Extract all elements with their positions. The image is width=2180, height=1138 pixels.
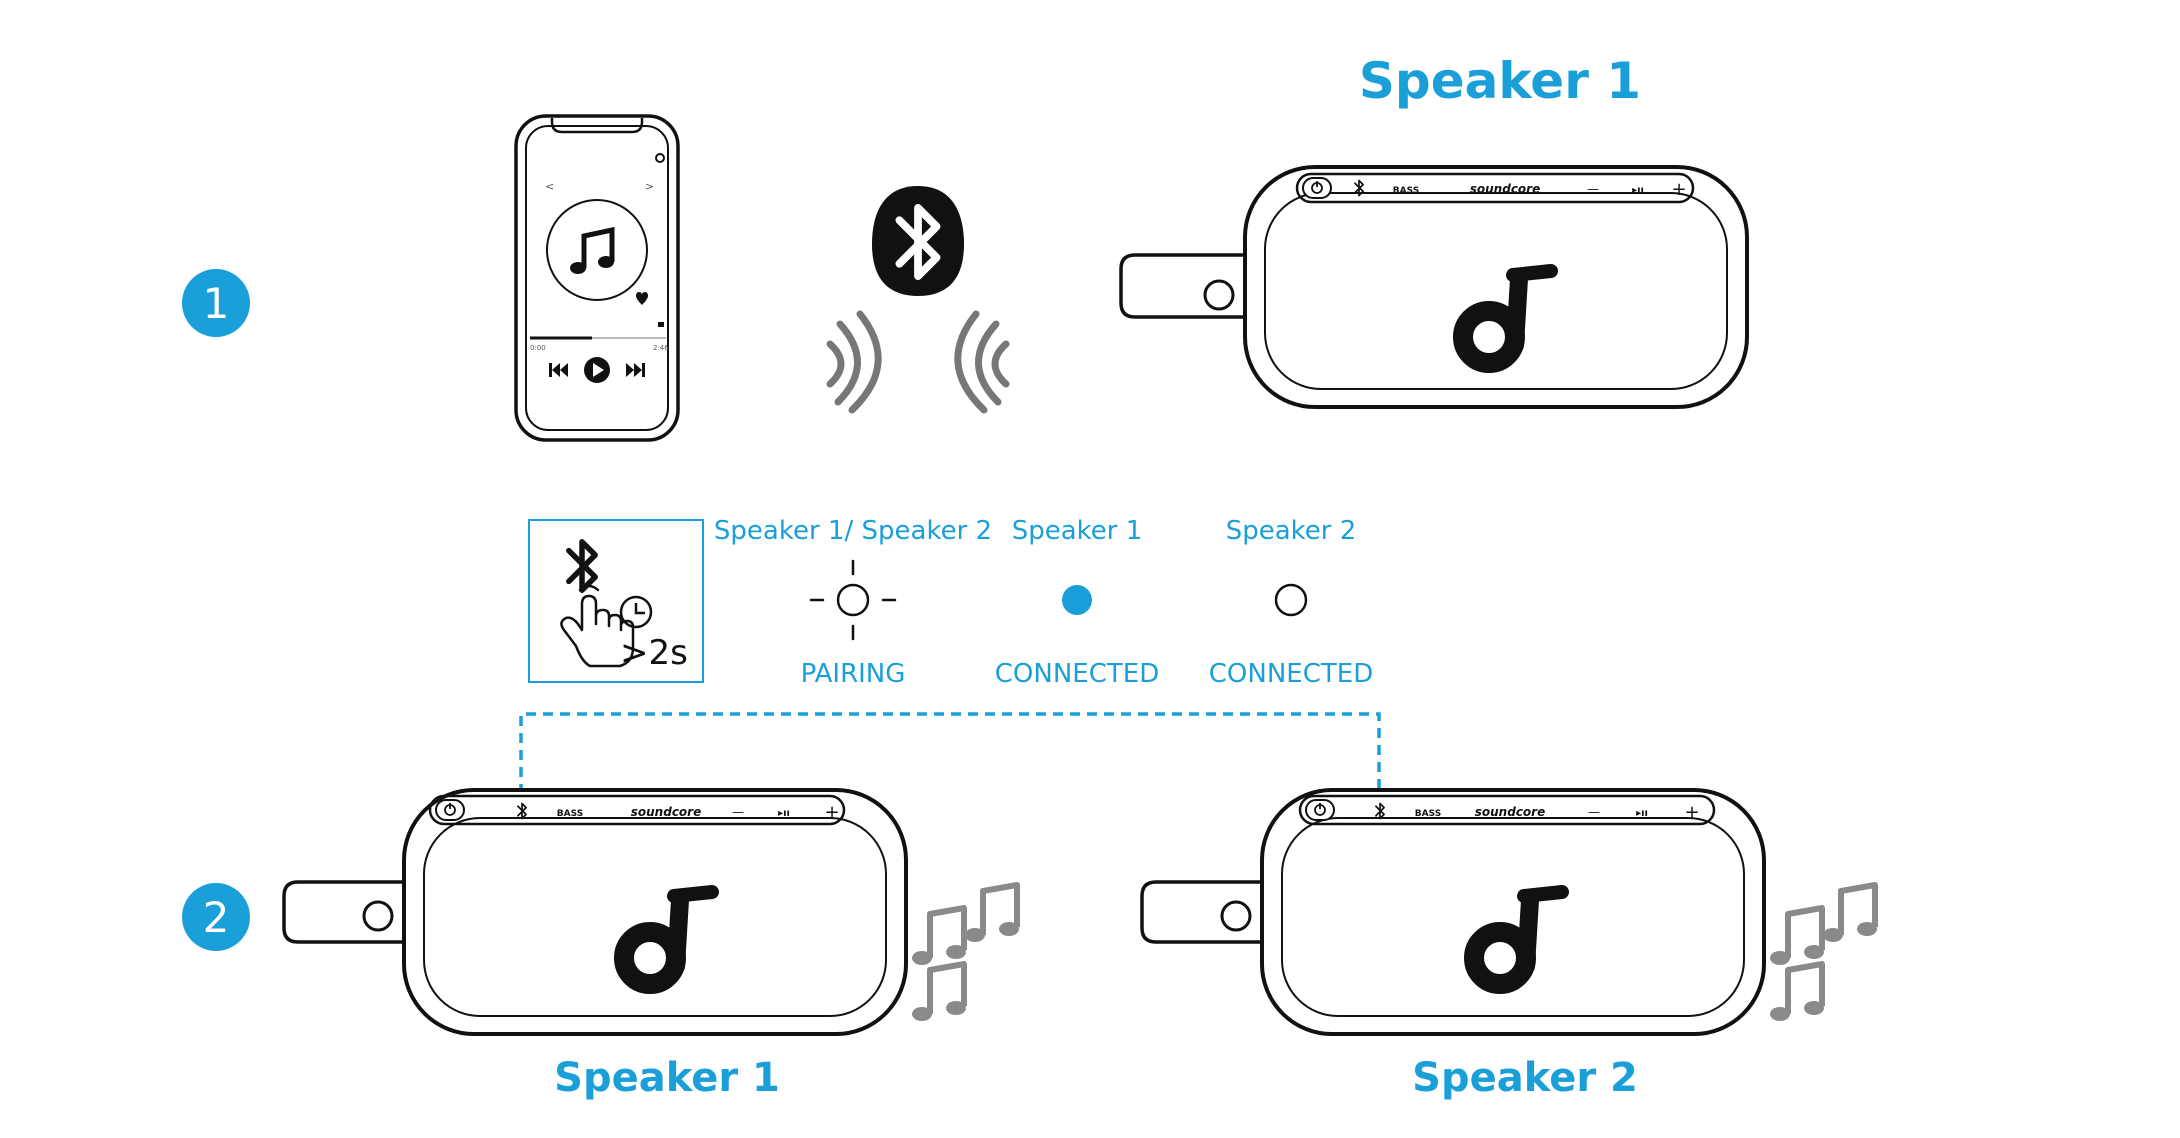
signal-waves-right bbox=[954, 310, 1010, 414]
top-speaker: BASS soundcore — ▸ıı + bbox=[1119, 165, 1749, 409]
signal-waves-left bbox=[826, 310, 882, 414]
press-duration: >2s bbox=[620, 633, 688, 673]
volume-up-button[interactable]: + bbox=[824, 802, 839, 823]
bass-button[interactable]: BASS bbox=[1415, 809, 1441, 819]
pairing-link-line bbox=[519, 712, 1381, 794]
bass-button[interactable]: BASS bbox=[1393, 186, 1419, 196]
time-end: 2:46 bbox=[653, 344, 669, 352]
brand-text: soundcore bbox=[1470, 182, 1540, 196]
clock-icon bbox=[619, 595, 653, 629]
pairing-indicator-icon bbox=[809, 559, 897, 641]
settings-icon bbox=[655, 153, 665, 163]
step-2-badge: 2 bbox=[182, 883, 250, 951]
brand-text: soundcore bbox=[1475, 805, 1545, 819]
status-s2-state: CONNECTED bbox=[1209, 659, 1373, 689]
bottom-speaker-1: BASS soundcore — ▸ıı + bbox=[282, 788, 908, 1036]
volume-down-button[interactable]: — bbox=[1587, 182, 1599, 196]
queue-icon bbox=[658, 322, 664, 327]
phone-next-arrow: > bbox=[645, 180, 654, 193]
music-note-icon bbox=[570, 226, 615, 274]
music-notes-left bbox=[912, 885, 1019, 1021]
s1-connected-led bbox=[1062, 585, 1092, 615]
status-pairing-state: PAIRING bbox=[801, 659, 906, 689]
play-pause-button[interactable]: ▸ıı bbox=[1632, 185, 1644, 196]
phone: < > 0:00 2:46 bbox=[514, 114, 680, 442]
volume-down-button[interactable]: — bbox=[1588, 805, 1600, 819]
step-1-number: 1 bbox=[203, 279, 230, 328]
power-button[interactable] bbox=[1305, 799, 1335, 821]
press-bluetooth-box: >2s bbox=[528, 519, 704, 683]
phone-prev-arrow: < bbox=[545, 180, 554, 193]
step-2-number: 2 bbox=[203, 893, 230, 942]
bass-button[interactable]: BASS bbox=[557, 809, 583, 819]
status-pairing-header: Speaker 1/ Speaker 2 bbox=[714, 516, 992, 546]
play-pause-button[interactable]: ▸ıı bbox=[1636, 808, 1648, 819]
bluetooth-icon bbox=[872, 186, 964, 296]
next-icon bbox=[626, 363, 645, 377]
power-button[interactable] bbox=[1302, 177, 1332, 199]
volume-up-button[interactable]: + bbox=[1671, 179, 1686, 200]
bottom-label-speaker-1: Speaker 1 bbox=[554, 1055, 780, 1101]
s2-connected-led bbox=[1274, 583, 1308, 617]
time-start: 0:00 bbox=[530, 344, 546, 352]
music-notes-right bbox=[1770, 885, 1877, 1021]
bottom-speaker-2: BASS soundcore — ▸ıı + bbox=[1140, 788, 1766, 1036]
status-s2-header: Speaker 2 bbox=[1226, 516, 1357, 546]
step-1-badge: 1 bbox=[182, 269, 250, 337]
heart-icon bbox=[636, 292, 648, 305]
bottom-label-speaker-2: Speaker 2 bbox=[1412, 1055, 1638, 1101]
status-s1-state: CONNECTED bbox=[995, 659, 1159, 689]
power-button[interactable] bbox=[435, 799, 465, 821]
play-icon bbox=[584, 357, 610, 383]
play-pause-button[interactable]: ▸ıı bbox=[778, 808, 790, 819]
previous-icon bbox=[549, 363, 568, 377]
top-speaker-title: Speaker 1 bbox=[1359, 52, 1641, 110]
album-art bbox=[546, 199, 648, 301]
volume-down-button[interactable]: — bbox=[732, 805, 744, 819]
hand-press-icon bbox=[560, 584, 635, 668]
volume-up-button[interactable]: + bbox=[1684, 802, 1699, 823]
status-s1-header: Speaker 1 bbox=[1012, 516, 1143, 546]
brand-text: soundcore bbox=[631, 805, 701, 819]
